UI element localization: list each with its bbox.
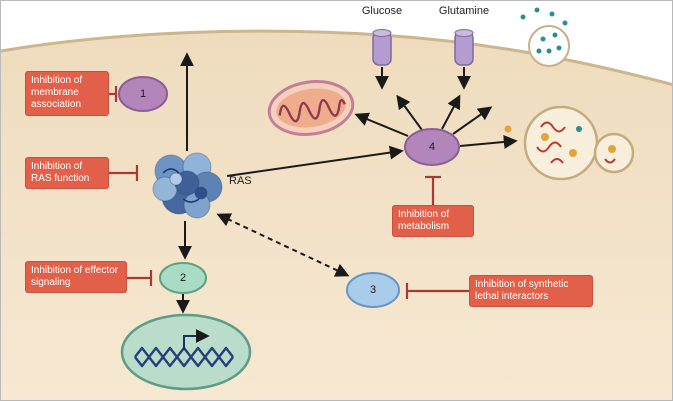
arrow-node4-up-right	[452, 106, 493, 135]
inhibitor-box-effector-signaling: Inhibition of effector signaling	[25, 261, 127, 294]
glutamine-transporter-icon	[454, 29, 474, 90]
node-1-ellipse	[118, 76, 168, 112]
arrow-node4-to-mitochondrion	[354, 112, 409, 137]
glucose-transporter-icon	[372, 29, 392, 90]
node-2-ellipse	[159, 262, 207, 294]
signal-arrows	[176, 52, 518, 314]
arrow-node4-to-lysosome	[459, 135, 518, 149]
node-1-number: 1	[139, 88, 147, 100]
transcription-arrow	[183, 329, 210, 350]
inhibition-lines	[109, 86, 469, 299]
inhibitor-box-ras-function: Inhibition of RAS function	[25, 157, 109, 190]
inhibitor-box-membrane-association: Inhibition of membrane association	[25, 71, 109, 116]
arrow-node4-to-glutamine	[441, 94, 461, 130]
arrow-node4-to-glucose	[396, 94, 423, 131]
nucleus-icon	[120, 313, 252, 391]
node-3-ellipse	[346, 272, 400, 308]
node-3-number: 3	[369, 284, 377, 296]
arrow-ras-to-node4	[226, 145, 404, 177]
glutamine-label: Glutamine	[438, 5, 490, 17]
secretory-vesicle-icon	[520, 7, 570, 67]
inhibitor-box-metabolism: Inhibition of metabolism	[392, 205, 474, 238]
glucose-label: Glucose	[361, 5, 403, 17]
ras-label: RAS	[229, 175, 252, 187]
node-4-number: 4	[428, 141, 436, 153]
inhibitor-box-synthetic-lethal: Inhibition of synthetic lethal interacto…	[469, 275, 593, 308]
dashed-arrow-ras-node3	[216, 213, 350, 277]
autolysosome-icon	[504, 105, 635, 181]
node-4-ellipse	[404, 128, 460, 166]
mitochondrion-cristae	[278, 99, 346, 123]
ras-protein-icon	[152, 152, 223, 219]
dna-helix	[134, 346, 234, 368]
node-2-number: 2	[179, 272, 187, 284]
mitochondrion-icon	[267, 80, 355, 136]
